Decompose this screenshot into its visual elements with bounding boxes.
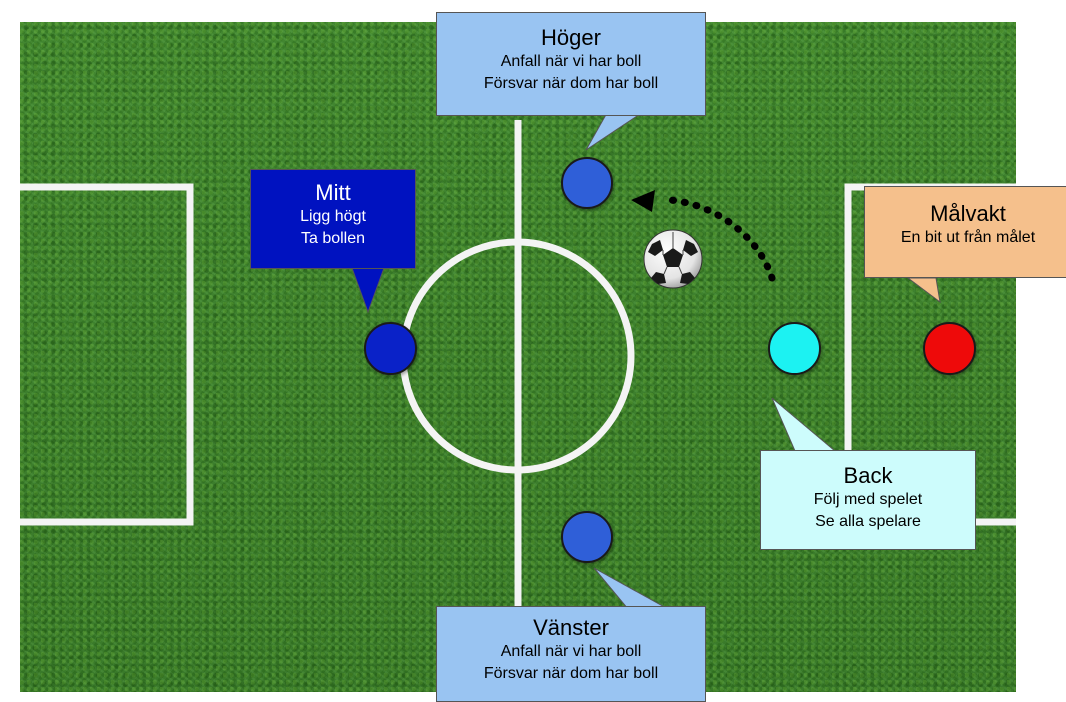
player-back	[768, 322, 821, 375]
malvakt-callout: Målvakt En bit ut från målet	[864, 186, 1066, 278]
back-callout: Back Följ med spelet Se alla spelare	[760, 450, 976, 550]
player-malvakt	[923, 322, 976, 375]
hoger-line1: Anfall när vi har boll	[500, 53, 642, 70]
vanster-line2: Försvar när dom har boll	[483, 665, 659, 682]
mitt-line1: Ligg högt	[300, 208, 366, 225]
back-title: Back	[843, 463, 893, 488]
soccer-ball-icon	[643, 229, 703, 289]
mitt-title: Mitt	[315, 180, 351, 205]
left-penalty-box	[20, 183, 194, 526]
malvakt-line1: En bit ut från målet	[900, 229, 1036, 246]
vanster-title: Vänster	[533, 615, 609, 640]
dotted-arrow-path	[666, 196, 776, 282]
vanster-callout: Vänster Anfall när vi har boll Försvar n…	[436, 606, 706, 702]
malvakt-title: Målvakt	[930, 201, 1006, 226]
vanster-line1: Anfall när vi har boll	[500, 643, 642, 660]
mitt-callout: Mitt Ligg högt Ta bollen	[250, 169, 416, 269]
back-line1: Följ med spelet	[813, 491, 923, 508]
hoger-line2: Försvar när dom har boll	[483, 75, 659, 92]
player-hoger	[561, 157, 613, 209]
player-vanster	[561, 511, 613, 563]
player-mitt	[364, 322, 417, 375]
back-line2: Se alla spelare	[815, 513, 921, 530]
arrow-head-icon	[631, 190, 655, 212]
hoger-callout: Höger Anfall när vi har boll Försvar när…	[436, 12, 706, 116]
hoger-title: Höger	[541, 25, 601, 50]
mitt-line2: Ta bollen	[300, 230, 366, 247]
